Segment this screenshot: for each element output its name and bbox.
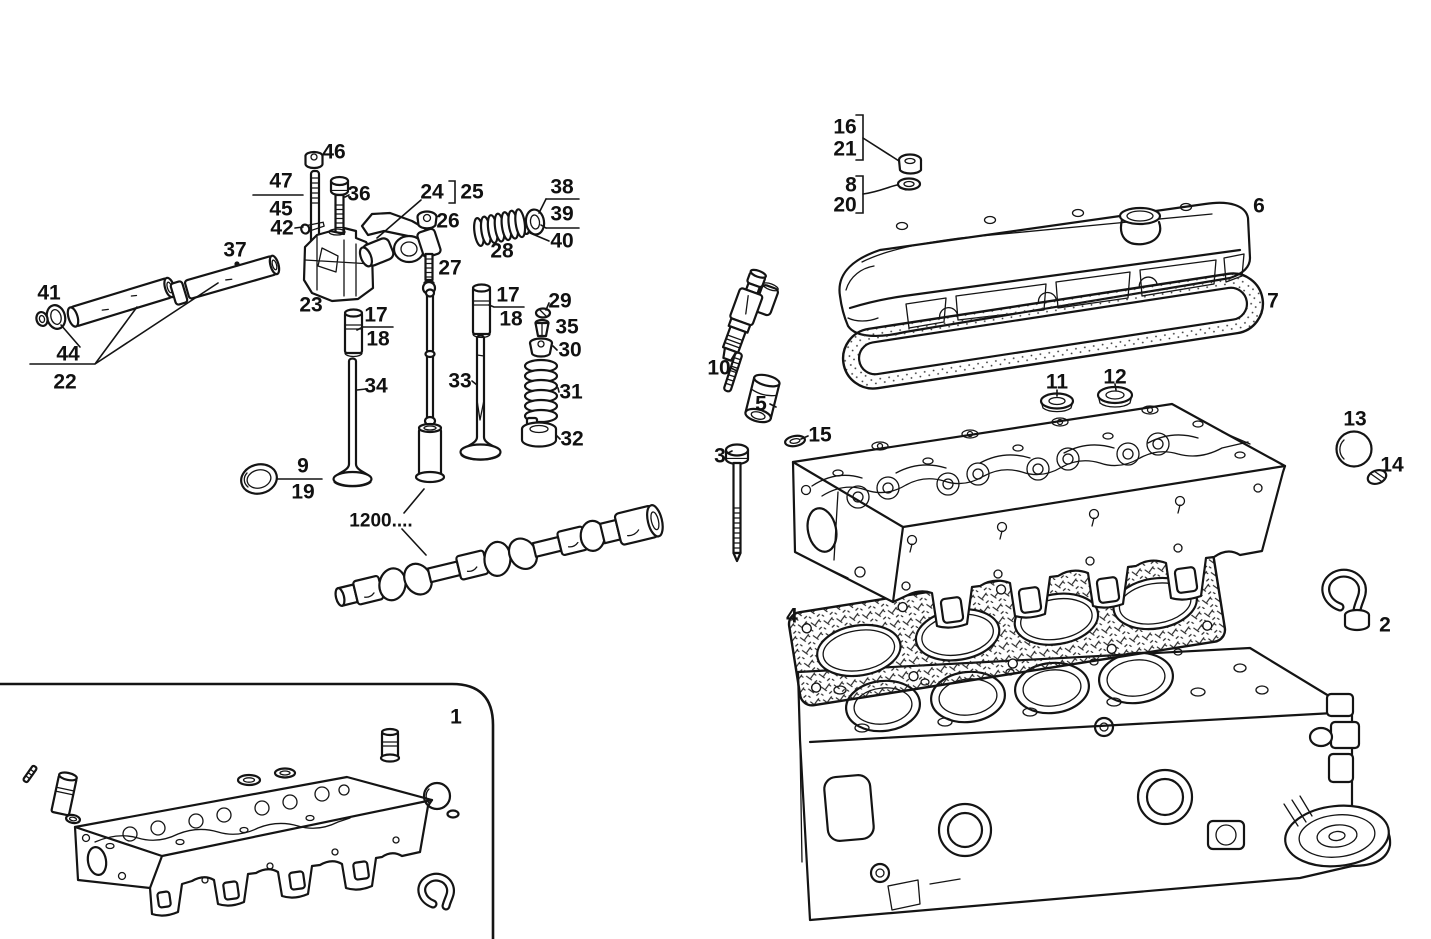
part-label-40: 40: [550, 229, 574, 253]
rocker-shaft-drawing: [35, 254, 281, 330]
part-label-30: 30: [558, 338, 582, 362]
inset-loose-parts-drawing: [22, 727, 460, 911]
part-label-14: 14: [1380, 453, 1404, 477]
part-label-24: 24: [420, 180, 444, 204]
rocker-support-drawing: [300, 150, 375, 303]
part-label-41: 41: [37, 281, 61, 305]
part-label-17-left: 17: [364, 303, 388, 327]
part-label-39: 39: [550, 202, 574, 226]
part-label-26: 26: [436, 209, 460, 233]
part-label-34: 34: [364, 374, 388, 398]
part-label-18-left: 18: [366, 327, 390, 351]
part-label-8: 8: [845, 173, 857, 197]
inset-head-drawing: [73, 775, 434, 917]
part-label-16: 16: [833, 115, 857, 139]
cylinder-head-drawing: [791, 402, 1287, 629]
part-label-22: 22: [53, 370, 77, 394]
part-label-5: 5: [755, 392, 767, 416]
pushrod-tappet-drawing: [414, 288, 446, 484]
part-label-11: 11: [1045, 370, 1069, 394]
part-label-21: 21: [833, 137, 857, 161]
bolt-3-drawing: [724, 443, 750, 563]
part-label-36: 36: [347, 182, 371, 206]
part-label-1200: 1200....: [349, 510, 413, 532]
part-label-25: 25: [460, 180, 484, 204]
part-label-37: 37: [223, 238, 247, 262]
part-label-17-right: 17: [496, 283, 520, 307]
cover-nut-washer-drawing: [896, 153, 923, 191]
part-label-2: 2: [1379, 613, 1391, 637]
part-label-38: 38: [550, 175, 574, 199]
rocker-arm-drawing: [358, 210, 442, 296]
part-label-3: 3: [714, 444, 726, 468]
exhaust-valve-drawing: [459, 334, 502, 461]
part-label-46: 46: [322, 140, 346, 164]
lifting-hook-drawing: [1321, 568, 1371, 632]
part-label-19: 19: [291, 480, 315, 504]
part-label-10: 10: [707, 356, 731, 380]
part-label-15: 15: [808, 423, 832, 447]
injector-drawing: [721, 268, 779, 362]
part-label-18-right: 18: [499, 307, 523, 331]
valve-guide-right-drawing: [471, 283, 492, 339]
part-label-47: 47: [269, 169, 293, 193]
valve-cover-drawing: [838, 201, 1252, 338]
part-label-27: 27: [438, 256, 462, 280]
valve-seat-ring-drawing: [240, 463, 278, 495]
injector-sleeve-5-drawing: [744, 373, 781, 424]
part-label-7: 7: [1267, 289, 1279, 313]
camshaft-drawing: [334, 504, 664, 607]
rocker-spring-drawing: [473, 208, 546, 247]
part-label-45: 45: [269, 197, 293, 221]
valve-guide-left-drawing: [343, 308, 364, 358]
part-label-32: 32: [560, 427, 584, 451]
callout-leader-lines: [29, 114, 1117, 556]
part-label-42: 42: [270, 216, 294, 240]
intake-valve-drawing: [332, 357, 373, 488]
part-label-28: 28: [490, 239, 514, 263]
inset-panel-border: [0, 682, 495, 939]
part-label-23: 23: [299, 293, 323, 317]
part-label-12: 12: [1103, 365, 1127, 389]
part-label-44: 44: [56, 342, 80, 366]
part-label-1: 1: [450, 705, 462, 729]
part-label-13: 13: [1343, 407, 1367, 431]
part-label-31: 31: [559, 380, 583, 404]
cover-gasket-drawing: [841, 272, 1265, 390]
head-plugs-drawing: [1039, 385, 1388, 486]
part-label-29: 29: [548, 289, 572, 313]
part-label-33: 33: [448, 369, 472, 393]
part-label-20: 20: [833, 193, 857, 217]
valve-spring-column-drawing: [520, 307, 559, 448]
part-label-9: 9: [297, 454, 309, 478]
part-label-35: 35: [555, 315, 579, 339]
washer-15-drawing: [784, 434, 806, 448]
part-label-4: 4: [786, 604, 798, 628]
stud-10-drawing: [723, 351, 743, 393]
part-label-6: 6: [1253, 194, 1265, 218]
